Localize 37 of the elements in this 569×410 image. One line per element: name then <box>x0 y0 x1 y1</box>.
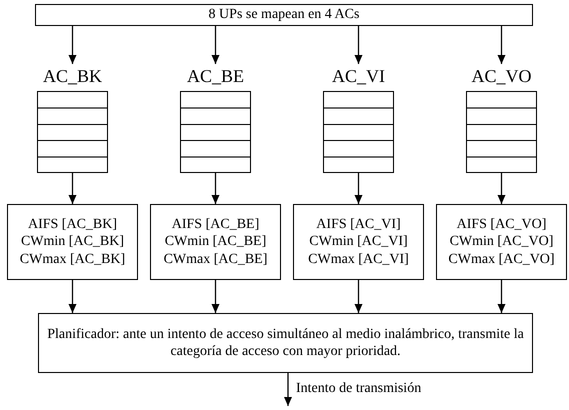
mapping-box <box>35 4 533 26</box>
box-text: CWmax [AC_VI] <box>308 250 409 268</box>
queue-label: AC_BK <box>42 65 103 88</box>
arrow <box>354 280 362 313</box>
queue-label: AC_VI <box>331 65 386 88</box>
parameter-box <box>436 204 567 280</box>
arrow <box>212 26 220 64</box>
arrow <box>498 173 506 204</box>
box-text: CWmax [AC_VO] <box>448 250 555 268</box>
box-text: 8 UPs se mapean en 4 ACs <box>208 6 360 24</box>
box-text: AIFS [AC_VO] <box>456 216 546 234</box>
parameter-box <box>150 204 281 280</box>
box-text: AIFS [AC_BE] <box>172 216 260 234</box>
parameter-box <box>293 204 424 280</box>
arrow <box>212 280 220 313</box>
box-text: CWmin [AC_BK] <box>20 233 124 251</box>
box-text: AIFS [AC_VI] <box>316 216 401 234</box>
parameter-box <box>7 204 138 280</box>
box-text: Planificador: ante un intento de acceso simultáneo al medio inalámbrico, transmite la categoría de acceso con mayor prioridad. <box>46 326 525 360</box>
queue-label: AC_VO <box>470 65 532 88</box>
queue-label: AC_BE <box>186 65 245 88</box>
arrow <box>498 280 506 313</box>
box-text: CWmax [AC_BK] <box>20 250 126 268</box>
arrow <box>68 173 76 204</box>
arrow <box>284 373 292 406</box>
arrow <box>498 26 506 64</box>
arrow <box>68 26 76 64</box>
arrow <box>212 173 220 204</box>
arrow <box>354 26 362 64</box>
box-text: AIFS [AC_BK] <box>28 216 118 234</box>
arrow <box>354 173 362 204</box>
box-text: CWmin [AC_VO] <box>450 233 554 251</box>
box-text: CWmin [AC_VI] <box>309 233 408 251</box>
arrow <box>68 280 76 313</box>
box-text: CWmin [AC_BE] <box>164 233 266 251</box>
scheduler-box <box>38 313 533 373</box>
box-text: CWmax [AC_BE] <box>164 250 268 268</box>
